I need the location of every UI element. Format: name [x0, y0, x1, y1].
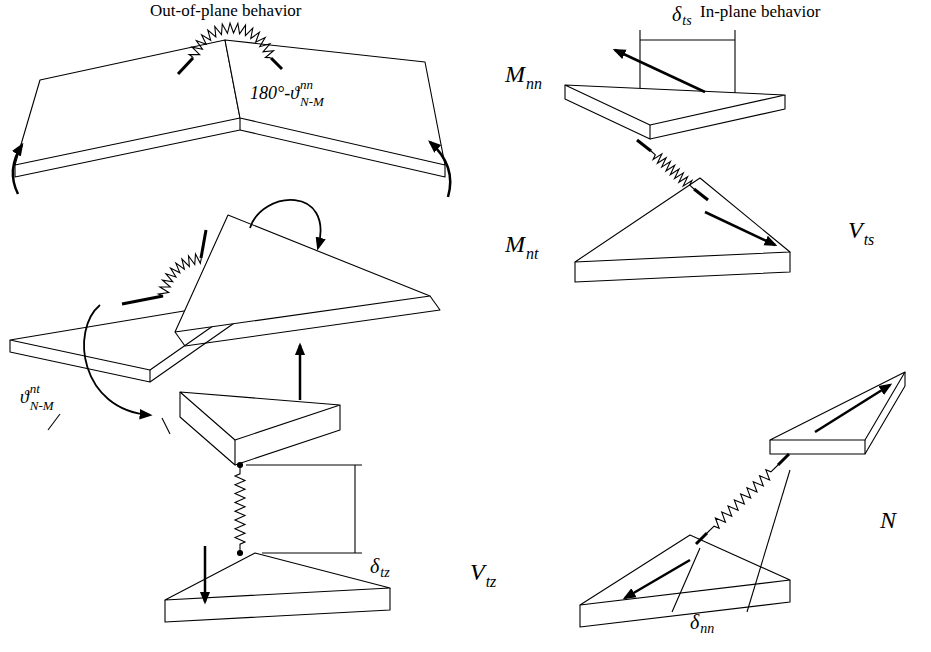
force-symbol: M — [505, 232, 525, 256]
force-subscript: ts — [864, 232, 875, 248]
force-symbol: N — [880, 508, 896, 532]
angle-symbol: 180°-ϑ — [250, 84, 299, 102]
section-title: In-plane behavior — [700, 3, 820, 20]
displacement-subscript: nn — [700, 622, 714, 636]
spring-symbol — [158, 254, 201, 296]
spring-symbol — [235, 465, 245, 553]
force-symbol: V — [470, 560, 485, 584]
displacement-subscript: tz — [380, 566, 389, 580]
force-subscript: tz — [486, 574, 497, 590]
displacement-symbol: δ — [672, 4, 681, 24]
force-subscript: nt — [526, 246, 538, 262]
angle-superscript: nn — [300, 78, 313, 91]
displacement-subscript: ts — [682, 14, 691, 28]
force-symbol: M — [505, 62, 525, 86]
force-symbol: V — [848, 218, 863, 242]
angle-subscript: N-M — [30, 399, 54, 412]
angle-subscript: N-M — [300, 95, 324, 108]
section-title: Out-of-plane behavior — [150, 2, 302, 19]
spring-symbol — [189, 23, 273, 58]
plate-pair-transverse-shear — [165, 345, 390, 622]
spring-symbol — [651, 151, 694, 189]
spring-symbol — [707, 465, 778, 533]
plate-pair-bending — [13, 40, 450, 197]
plate-pair-in-plane-shear — [565, 30, 790, 282]
force-subscript: nn — [526, 76, 542, 92]
displacement-symbol: δ — [370, 556, 379, 576]
spring-group — [158, 23, 778, 553]
displacement-symbol: δ — [690, 612, 699, 632]
angle-superscript: nt — [30, 382, 40, 395]
angle-symbol: ϑ — [20, 388, 29, 406]
plate-pair-axial — [580, 372, 905, 627]
